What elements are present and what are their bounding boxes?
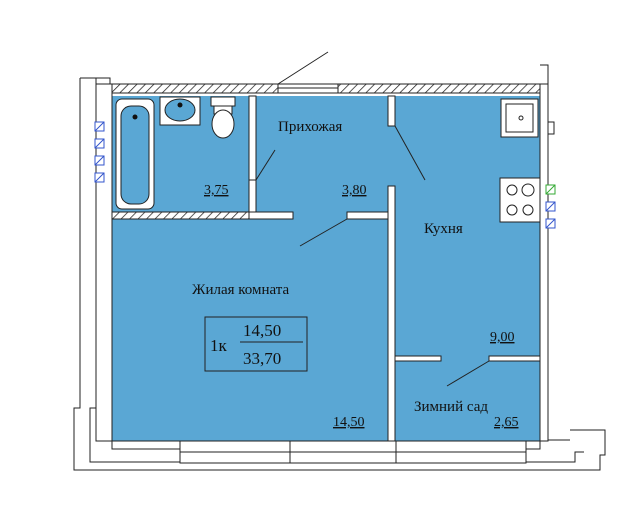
area-bathroom: 3,75 (204, 183, 229, 198)
summary-box: 1к 14,50 33,70 (204, 316, 308, 372)
kitchen-sink-icon (500, 98, 539, 138)
living-door-swing (299, 218, 348, 247)
hall-wall-stub (248, 211, 294, 220)
room-fills (112, 96, 540, 441)
top-wall-right (337, 83, 541, 94)
garden-wall-right (488, 355, 541, 362)
right-wall (539, 83, 549, 442)
summary-total-area: 33,70 (243, 349, 281, 368)
left-wall (95, 83, 113, 442)
bathroom-bottom-wall (111, 211, 250, 220)
outer-wall-outline-left-bottom (73, 78, 606, 471)
area-living: 14,50 (333, 415, 365, 430)
room-label-living: Жилая комната (192, 282, 290, 298)
hall-living-wall (346, 211, 389, 220)
bottom-wall (111, 440, 541, 464)
room-label-kitchen: Кухня (424, 221, 463, 237)
vent-markers-right (545, 184, 556, 229)
area-hall: 3,80 (342, 183, 367, 198)
kitchen-wall-top (387, 95, 396, 127)
summary-rooms-label: 1к (210, 336, 228, 355)
sink-icon (159, 96, 201, 126)
summary-living-area: 14,50 (243, 321, 281, 340)
outer-wall-top-left-corner (80, 77, 111, 84)
room-label-hall: Прихожая (278, 119, 342, 135)
room-label-winter-garden: Зимний сад (414, 399, 488, 415)
stove-icon (499, 177, 541, 223)
kitchen-wall-main (387, 185, 396, 442)
kitchen-door-swing (394, 125, 426, 181)
area-kitchen: 9,00 (490, 330, 515, 345)
garden-door-swing (446, 360, 490, 387)
bathroom-door-swing (255, 149, 276, 181)
bathtub-icon (115, 98, 155, 210)
area-winter-garden: 2,65 (494, 415, 519, 430)
top-wall-left (111, 83, 279, 94)
toilet-icon (210, 96, 236, 139)
garden-wall-left (394, 355, 442, 362)
pointer-line-top (277, 51, 329, 85)
bathroom-right-wall (248, 95, 257, 181)
vent-markers-left (94, 121, 105, 183)
